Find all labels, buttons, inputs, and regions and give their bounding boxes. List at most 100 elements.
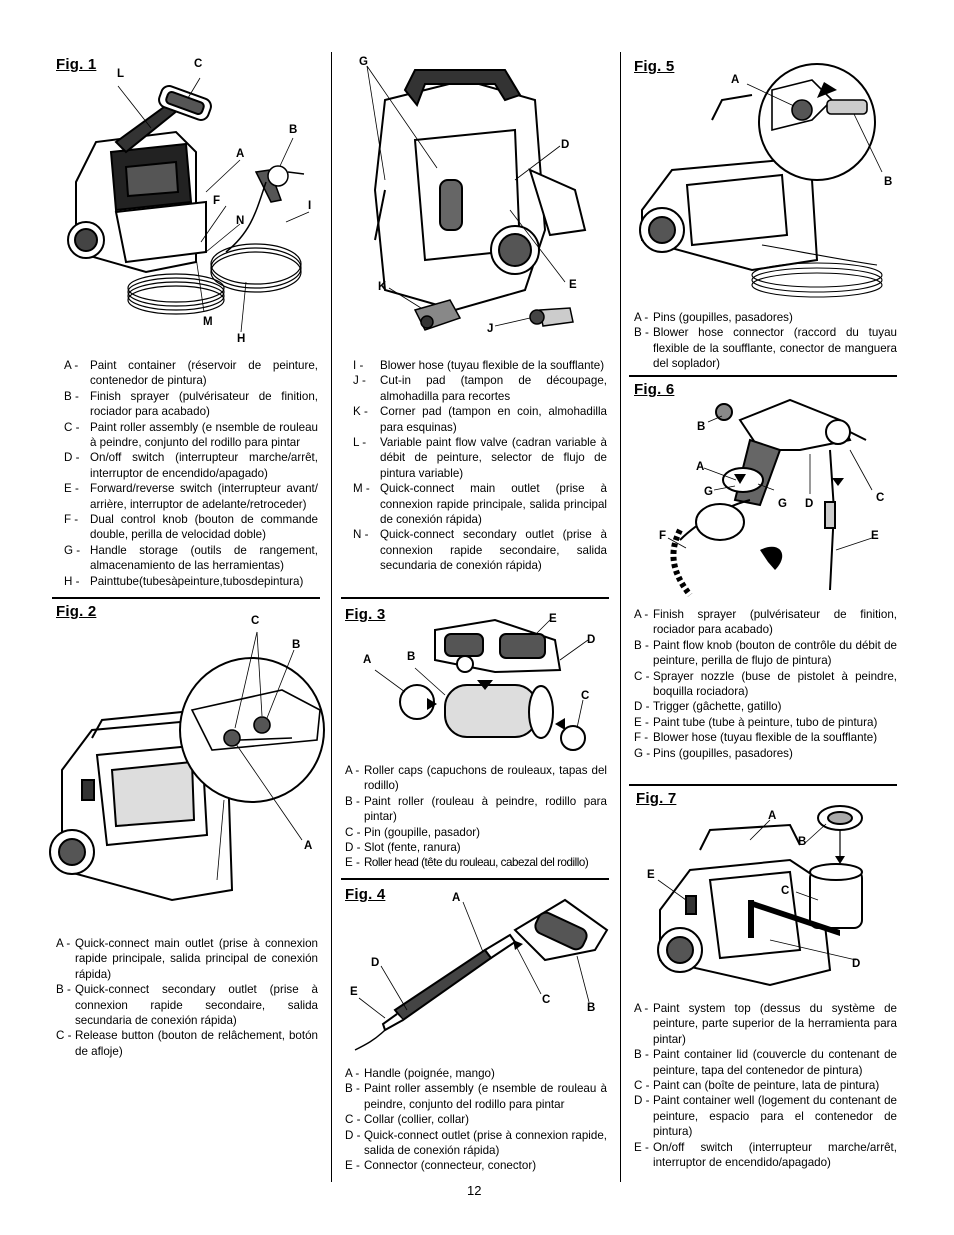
fig2-illustration [49,631,325,902]
fig1-illustration [67,77,310,333]
legend-row: B -Paint flow knob (bouton de contrôle d… [634,638,897,668]
fig1b-callout-d: D [561,139,570,151]
legend-row: B -Paint container lid (couvercle du con… [634,1048,897,1077]
fig1-callout-l: L [117,68,125,80]
fig7-legend: A -Paint system top (dessus du système d… [634,1001,897,1170]
legend-row: D -On/off switch (interrupteur marche/ar… [64,451,318,480]
legend-row: C -Sprayer nozzle (buse de pistolet à pe… [634,669,897,699]
fig6-callout-a: A [696,461,705,473]
legend-row: A -Finish sprayer (pulvérisateur de fini… [634,608,897,637]
fig1-legend: A -Paint container (réservoir de peintur… [64,358,318,589]
fig7-callout-a: A [768,810,777,822]
column-divider-left [331,52,332,1182]
legend-row: C -Paint can (boîte de peinture, lata de… [634,1079,880,1093]
fig1b-callout-g: G [359,56,368,68]
legend-row: F -Blower hose (tuyau flexible de la sou… [634,731,878,745]
fig6-callout-g-left: G [704,486,713,498]
fig3-callout-c: C [581,690,590,702]
fig6-illustration [667,398,873,597]
legend-row: E -Connector (connecteur, conector) [345,1159,537,1173]
fig4-illustration [354,898,609,1051]
rule-fig3 [341,597,609,599]
fig4-callout-e: E [350,986,358,998]
fig3-callout-e: E [549,613,557,625]
legend-row: J -Cut-in pad (tampon de découpage, almo… [353,374,607,403]
legend-row: F -Dual control knob (bouton de commande… [64,513,318,542]
legend-row: E -Paint tube (tube à peinture, tubo de … [634,715,878,729]
fig4-callout-d: D [371,957,380,969]
fig3-callout-b: B [407,651,416,663]
fig1-callout-f: F [213,195,221,207]
fig5-illustration [639,63,883,298]
fig7-illustration [657,805,863,987]
fig7-title: Fig. 7 [636,790,677,807]
fig5-title: Fig. 5 [634,58,675,75]
legend-row: G -Pins (goupilles, pasadores) [634,746,793,760]
fig2-legend: A -Quick-connect main outlet (prise à co… [56,936,318,1059]
fig4-title: Fig. 4 [345,886,386,903]
fig1b-illustration [366,65,587,331]
legend-row: A -Handle (poignée, mango) [345,1067,495,1080]
fig1b-callout-j: J [487,323,494,335]
fig7-callout-e: E [647,869,655,881]
legend-row: D -Paint container well (logement du con… [634,1094,897,1139]
legend-row: C -Release button (bouton de relâchement… [56,1029,318,1058]
legend-row: A -Paint system top (dessus du système d… [634,1002,897,1046]
fig5-legend: A -Pins (goupilles, pasadores) B -Blower… [634,310,897,372]
fig1-callout-h: H [237,333,246,345]
fig6-callout-b: B [697,421,706,433]
fig6-title: Fig. 6 [634,381,675,398]
fig3-title: Fig. 3 [345,606,386,623]
legend-row: C -Paint roller assembly (e nsemble de r… [64,420,318,450]
fig1b-callout-k: K [378,281,387,293]
legend-row: D -Quick-connect outlet (prise à connexi… [345,1128,607,1158]
fig4-callout-a: A [452,892,461,904]
fig1-callout-b: B [289,124,298,136]
legend-row: E -Forward/reverse switch (interrupteur … [64,482,318,511]
fig2-title: Fig. 2 [56,603,97,620]
rule-fig4 [341,878,609,880]
fig2-callout-b: B [292,639,301,651]
legend-row: B -Paint roller assembly (e nsemble de r… [345,1082,607,1111]
legend-row: B -Paint roller (rouleau à peindre, rodi… [345,794,607,824]
legend-row: A -Paint container (réservoir de peintur… [64,359,318,388]
legend-row: N -Quick-connect secondary outlet (prise… [353,528,607,573]
legend-row: B -Finish sprayer (pulvérisateur de fini… [64,389,318,419]
fig6-callout-e: E [871,530,879,542]
legend-row: M -Quick-connect main outlet (prise à co… [353,482,607,527]
fig3-callout-d: D [587,634,596,646]
fig2-callout-a: A [304,840,313,852]
legend-row: A -Roller caps (capuchons de rouleaux, t… [345,764,607,793]
legend-row: L -Variable paint flow valve (cadran var… [353,436,607,480]
fig7-callout-d: D [852,958,861,970]
fig6-callout-g-right: G [778,498,787,510]
fig5-callout-b: B [884,176,893,188]
fig6-callout-c: C [876,492,885,504]
fig7-callout-c: C [781,885,790,897]
fig6-callout-d: D [805,498,814,510]
fig6-callout-f: F [659,530,667,542]
legend-row: A -Pins (goupilles, pasadores) [634,311,793,324]
legend-row: G -Handle storage (outils de rangement, … [64,543,318,573]
fig1-title: Fig. 1 [56,56,97,73]
legend-row: D -Slot (fente, ranura) [345,841,461,855]
fig3-callout-a: A [363,654,372,666]
fig5-callout-a: A [731,74,740,86]
column-divider-right [620,52,621,1182]
fig3-legend: A -Roller caps (capuchons de rouleaux, t… [345,763,607,871]
fig1-callout-m: M [203,316,213,328]
legend-row: K -Corner pad (tampon en coin, almohadil… [353,405,607,434]
rule-fig2 [52,597,320,599]
rule-fig6 [629,375,897,377]
fig1-callout-c: C [194,58,203,70]
fig2-callout-c: C [251,615,260,627]
rule-fig7 [629,784,897,786]
fig6-legend: A -Finish sprayer (pulvérisateur de fini… [634,607,897,761]
fig4-callout-c: C [542,994,551,1006]
legend-row: B -Quick-connect secondary outlet (prise… [56,983,318,1028]
fig1-callout-i: I [308,200,312,212]
legend-row: E -Roller head (tête du rouleau, cabezal… [345,856,589,870]
fig1-callout-n: N [236,215,245,227]
legend-row: D -Trigger (gâchette, gatillo) [634,700,782,714]
legend-row: H -Painttube(tubesàpeinture,tubosdepintu… [64,574,304,588]
